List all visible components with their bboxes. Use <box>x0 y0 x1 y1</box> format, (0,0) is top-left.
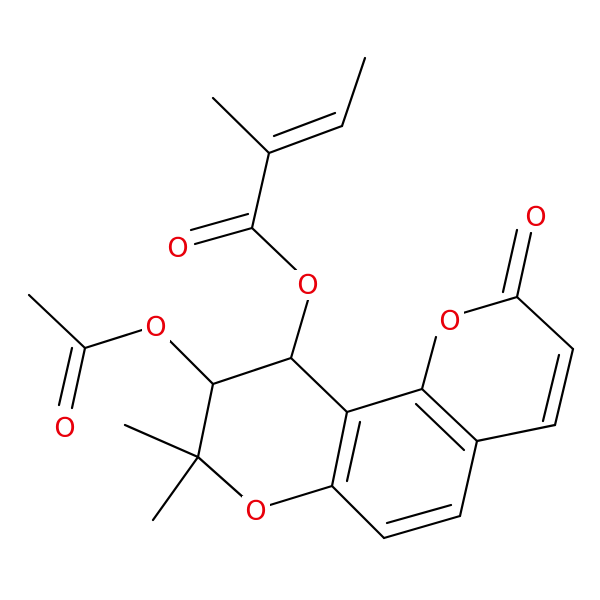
atom-o-pyran-ring: O <box>245 496 266 527</box>
bond-methyl-branch <box>211 96 271 155</box>
bond-acetyl-carbonyl-1 <box>70 346 87 410</box>
mask-o-lactone-ring <box>436 306 464 336</box>
bond-terminal-methyl <box>340 56 367 128</box>
mask-o-pyran-ring <box>242 496 270 526</box>
bond-ar-1-inner <box>345 420 362 483</box>
atom-o-acetyl-carbonyl: O <box>54 413 75 444</box>
bond-O-to-C9 <box>168 339 215 386</box>
bond-C4-C4a <box>475 423 557 443</box>
atom-o-lactone-ring: O <box>439 306 460 337</box>
bond-C9-C8 <box>196 382 215 459</box>
atom-o-ester-link: O <box>297 270 318 301</box>
bond-C10-C10a <box>289 356 349 414</box>
atom-o-acetoxy-link: O <box>145 312 166 343</box>
bond-C3-C4 <box>553 347 575 427</box>
bond-carbonyl-2 <box>189 212 250 232</box>
bond-C3-C4-inner <box>541 353 561 423</box>
atom-o-carbonyl-ester: O <box>167 233 188 264</box>
bond-ar-4 <box>458 439 479 518</box>
bond-ar-5-inner <box>414 402 466 452</box>
bond-ar-1 <box>330 410 349 488</box>
bond-ar-5 <box>420 387 479 443</box>
bond-carbonyl-1 <box>193 226 254 246</box>
bond-gem-methyl-2 <box>151 455 200 522</box>
mask-o-carbonyl-ester <box>164 232 192 262</box>
bond-acetyl-to-O <box>83 328 144 350</box>
bond-gem-methyl-1 <box>123 423 200 459</box>
bond-alkene <box>267 124 344 155</box>
atom-o-lactone-carbonyl: O <box>525 202 546 233</box>
mask-o-acetyl-carbonyl <box>51 412 79 442</box>
bond-O-C4a <box>268 484 334 507</box>
bond-ar-3-inner <box>385 503 453 525</box>
bond-ester-to-O <box>250 226 298 272</box>
mask-o-lactone-carbonyl <box>522 202 550 232</box>
bond-acetyl-methyl <box>27 293 87 350</box>
bond-C9-C10 <box>211 356 293 386</box>
bond-C8-O <box>196 455 246 500</box>
bond-C-O-lactone <box>420 335 438 391</box>
bond-alkene-double <box>272 111 337 138</box>
bond-O-C2 <box>461 295 519 315</box>
mask-o-ester-link <box>294 270 322 300</box>
bond-to-ester-carbon <box>250 151 271 230</box>
mask-o-acetoxy-link <box>142 312 170 342</box>
bond-C2-C3 <box>515 295 575 351</box>
bond-ar-2 <box>330 484 386 540</box>
bond-O-to-C10 <box>289 298 310 360</box>
bond-ar-3 <box>382 514 462 540</box>
bond-lactone-carbonyl-1 <box>515 231 533 299</box>
bond-acetyl-carbonyl-2 <box>57 346 74 407</box>
bond-ar-6 <box>345 387 424 414</box>
bond-lactone-carbonyl-2 <box>501 228 519 294</box>
